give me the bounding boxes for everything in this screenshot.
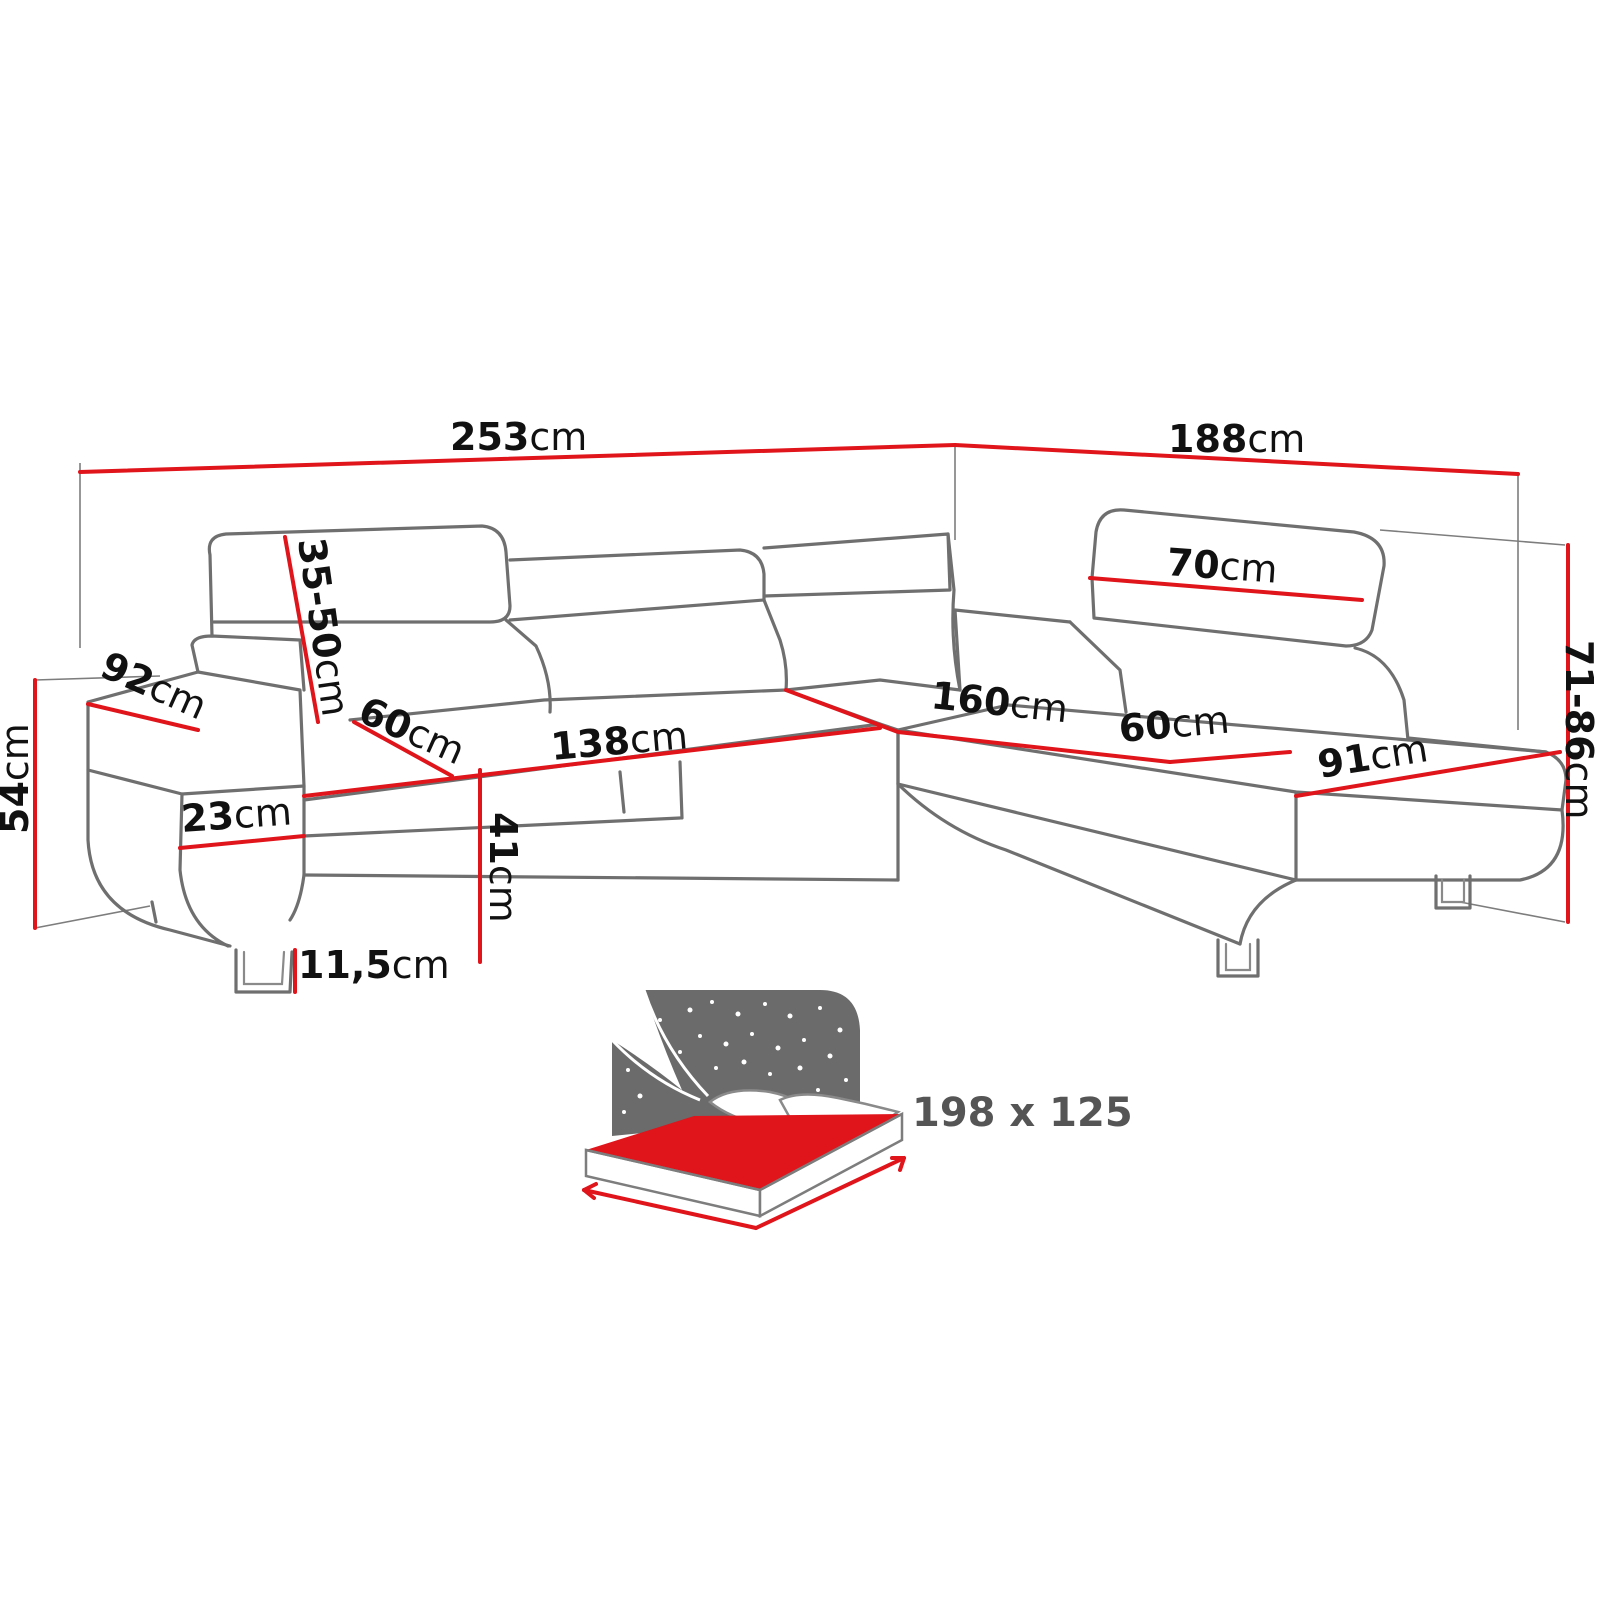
dimension-labels: 253cm 188cm 35-50cm 70cm 92cm 60cm 138cm… <box>0 415 1600 987</box>
label-41: 41cm <box>481 812 525 923</box>
label-23: 23cm <box>180 789 294 841</box>
extension-lines <box>34 443 1566 929</box>
label-70: 70cm <box>1165 540 1279 592</box>
label-11-5: 11,5cm <box>298 943 450 987</box>
label-60-left: 60cm <box>352 688 471 773</box>
label-138: 138cm <box>549 713 690 769</box>
label-60-right: 60cm <box>1117 697 1231 750</box>
label-160: 160cm <box>929 673 1070 731</box>
dimension-lines <box>33 443 1570 994</box>
label-54: 54cm <box>0 723 37 834</box>
label-91: 91cm <box>1315 726 1431 787</box>
stars <box>622 1000 848 1114</box>
sleeping-bed-icon <box>582 989 906 1230</box>
sofa-legs <box>150 874 1472 994</box>
label-253: 253cm <box>450 415 587 459</box>
bed-size-label: 198 x 125 <box>912 1090 1133 1136</box>
label-188: 188cm <box>1168 417 1305 461</box>
label-71-86: 71-86cm <box>1557 640 1600 819</box>
